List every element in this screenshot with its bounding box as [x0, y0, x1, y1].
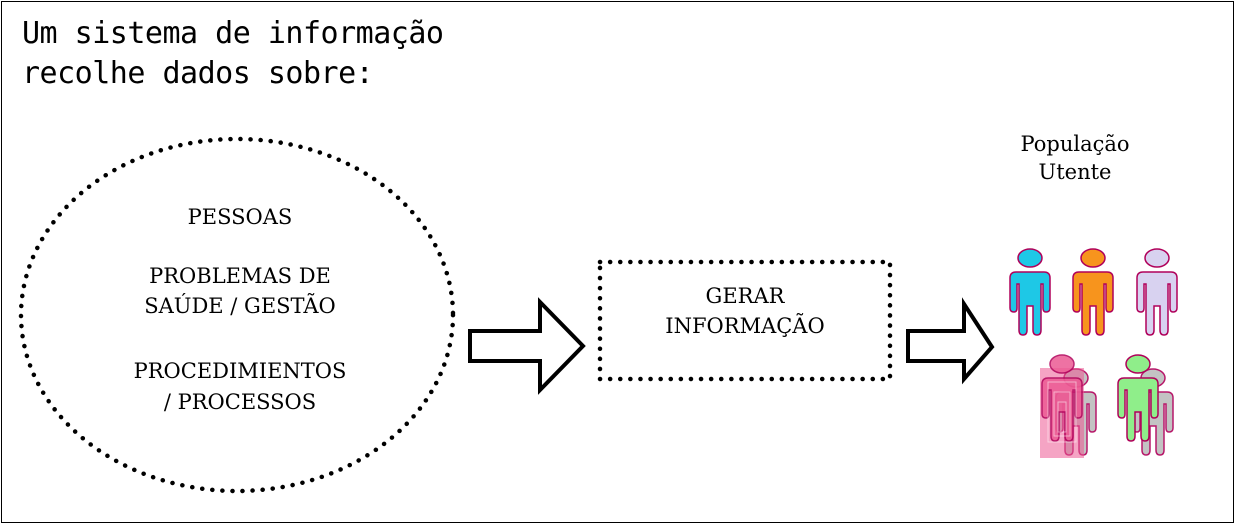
- population-label-line-1: População: [1020, 132, 1130, 156]
- item-procedures-line-2: / PROCESSOS: [163, 390, 317, 414]
- data-sources-ellipse: [18, 136, 456, 494]
- population-label: População Utente: [980, 130, 1170, 186]
- person-icon-orange: [1072, 248, 1114, 336]
- generate-info-line-1: GERAR: [705, 284, 785, 308]
- generate-info-box: [597, 259, 893, 382]
- item-health-problems-line-1: PROBLEMAS DE: [149, 264, 331, 288]
- heading-line-2: recolhe dados sobre:: [22, 56, 374, 91]
- item-procedures-line-1: PROCEDIMIENTOS: [133, 359, 347, 383]
- diagram-heading: Um sistema de informação recolhe dados s…: [22, 14, 444, 94]
- pink-person-pattern: [1047, 381, 1077, 443]
- person-icon-lavender: [1136, 248, 1178, 336]
- flow-arrow-2: [906, 297, 995, 385]
- population-figures: [1009, 248, 1178, 458]
- population-label-line-2: Utente: [1038, 160, 1112, 184]
- person-icon-cyan: [1009, 248, 1051, 336]
- heading-line-1: Um sistema de informação: [22, 16, 444, 51]
- flow-arrow-1: [468, 297, 586, 395]
- generate-info-line-2: INFORMAÇÃO: [665, 314, 825, 338]
- item-health-problems-line-2: SAÚDE / GESTÃO: [144, 294, 336, 318]
- item-people: PESSOAS: [187, 205, 293, 229]
